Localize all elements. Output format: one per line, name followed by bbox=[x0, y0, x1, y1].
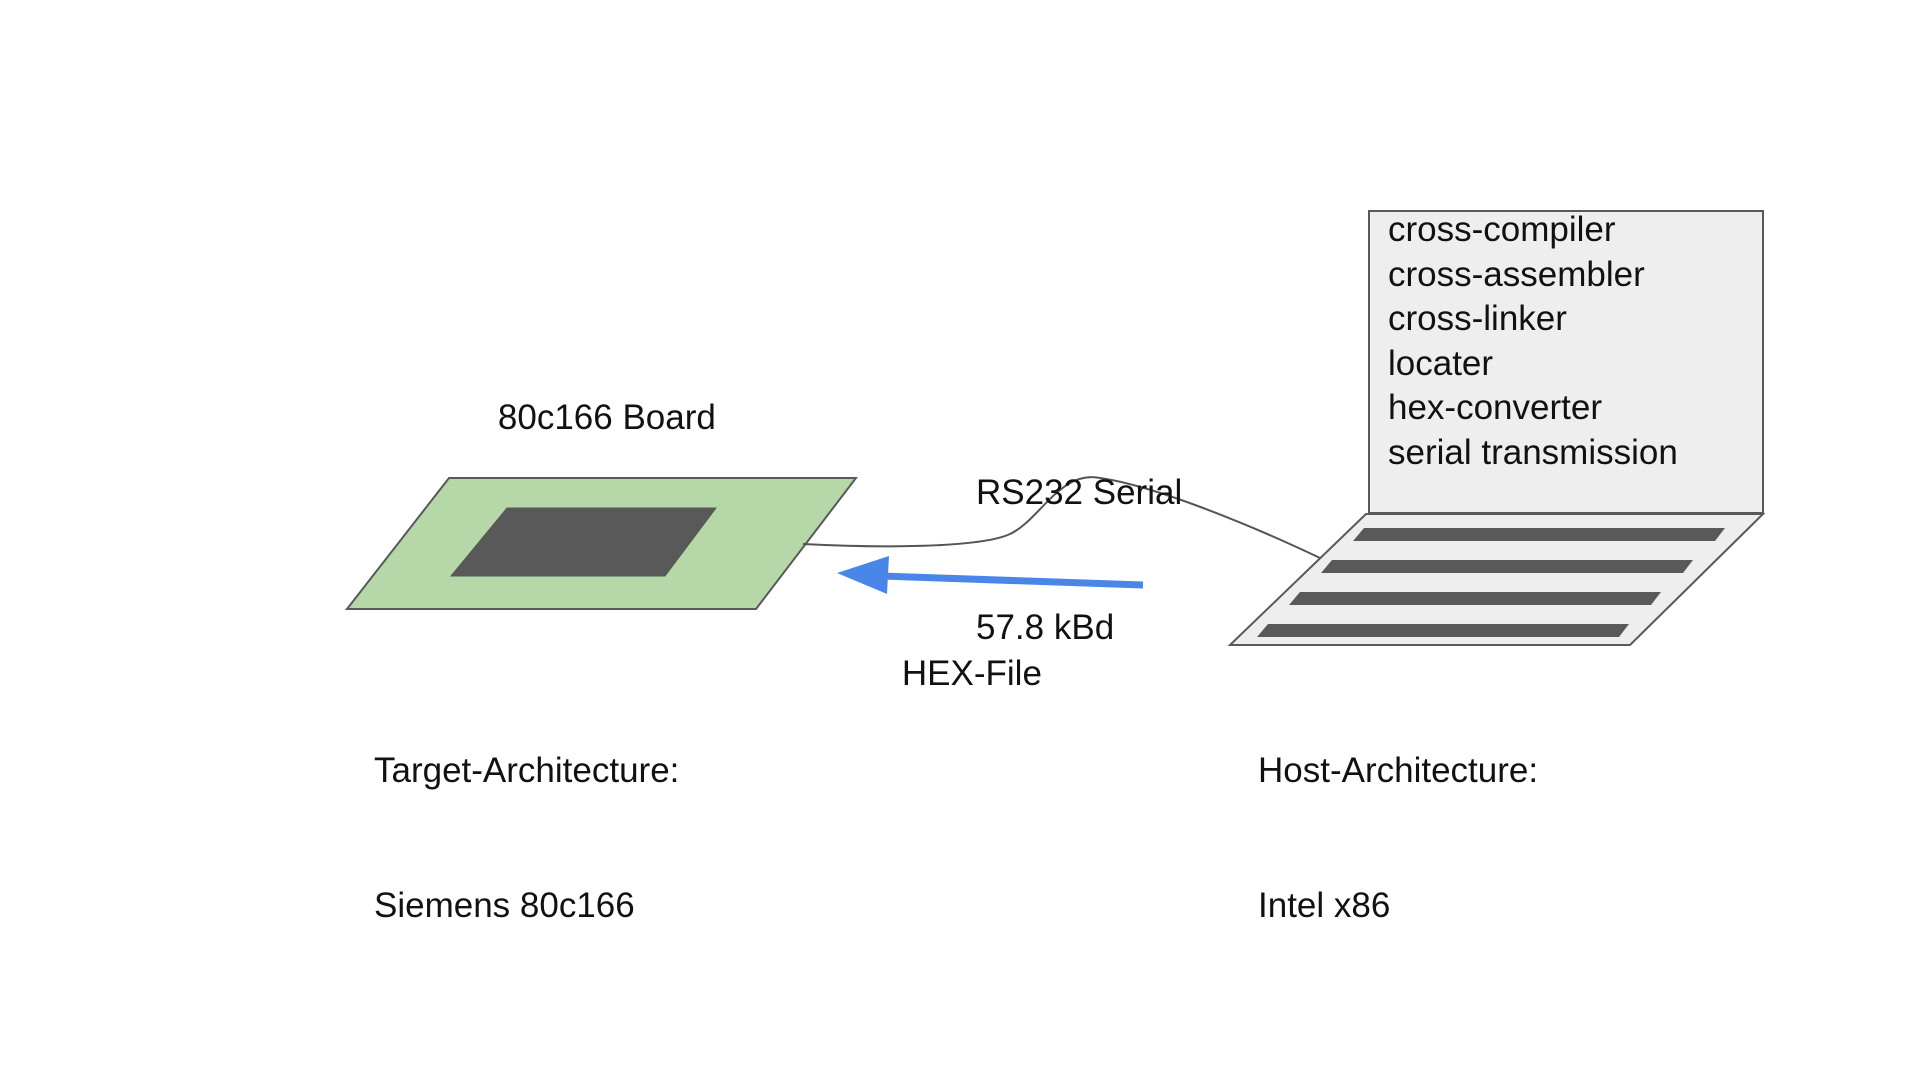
hex-file-arrow-shaft bbox=[879, 572, 1144, 589]
toolchain-item: cross-compiler bbox=[1388, 210, 1616, 249]
target-architecture-heading: Target-Architecture: bbox=[374, 751, 680, 790]
toolchain-item: cross-assembler bbox=[1388, 254, 1645, 294]
serial-link-label: RS232 Serial 57.8 kBd bbox=[976, 380, 1182, 740]
target-architecture-label: Target-Architecture: Siemens 80c166 bbox=[374, 658, 679, 1018]
laptop-keyboard-base bbox=[1227, 513, 1766, 646]
host-architecture-name: Intel x86 bbox=[1258, 886, 1391, 925]
serial-link-baud-rate: 57.8 kBd bbox=[976, 608, 1115, 647]
toolchain-item: locater bbox=[1388, 343, 1494, 383]
serial-link-protocol: RS232 Serial bbox=[976, 473, 1183, 512]
toolchain-item: hex-converter bbox=[1388, 388, 1602, 427]
board-title-text: 80c166 Board bbox=[497, 398, 716, 437]
board-chip bbox=[449, 507, 717, 577]
serial-cable bbox=[802, 476, 1321, 559]
hex-file-label: HEX-File bbox=[863, 606, 1042, 741]
target-architecture-name: Siemens 80c166 bbox=[374, 886, 635, 925]
toolchain-list: cross-compiler cross-assembler cross-lin… bbox=[1388, 208, 1678, 475]
hex-file-arrowhead bbox=[837, 556, 889, 594]
keyboard-key-row bbox=[1353, 528, 1725, 541]
laptop-screen bbox=[1368, 210, 1764, 514]
host-architecture-label: Host-Architecture: Intel x86 bbox=[1258, 658, 1538, 1018]
board-title: 80c166 Board bbox=[459, 350, 716, 485]
keyboard-key-row bbox=[1289, 592, 1661, 605]
hex-file-text: HEX-File bbox=[901, 654, 1042, 693]
keyboard-key-row bbox=[1257, 624, 1629, 637]
host-architecture-heading: Host-Architecture: bbox=[1258, 751, 1539, 790]
keyboard-key-row bbox=[1321, 560, 1693, 573]
toolchain-item: serial transmission bbox=[1388, 432, 1678, 472]
toolchain-item: cross-linker bbox=[1388, 299, 1567, 338]
